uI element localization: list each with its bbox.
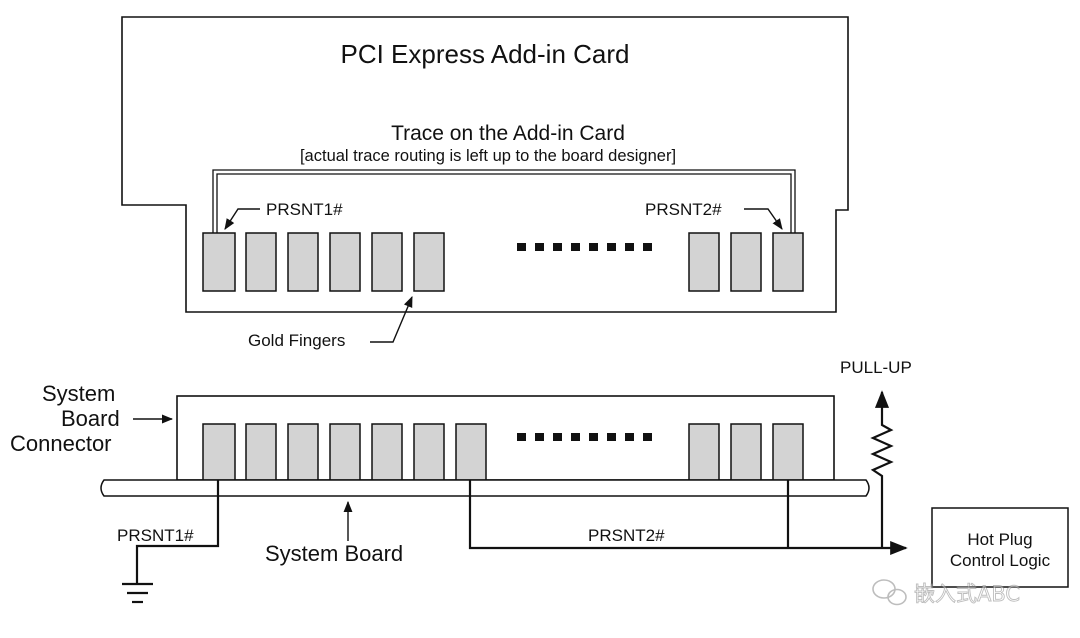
pullup-label: PULL-UP xyxy=(840,358,912,377)
card-trace-inner xyxy=(216,173,792,233)
card-prsnt1-arrow xyxy=(224,208,260,230)
card-finger xyxy=(329,232,361,292)
connector-ellipsis-dots xyxy=(517,433,652,441)
hotplug-line2: Control Logic xyxy=(950,551,1051,570)
card-finger xyxy=(287,232,319,292)
card-ellipsis-dots xyxy=(517,243,652,251)
card-gold-fingers xyxy=(202,232,804,292)
connector-contact xyxy=(245,423,277,481)
watermark-text: 嵌入式ABC xyxy=(914,582,1020,606)
hotplug-control-box xyxy=(931,507,1069,588)
card-finger xyxy=(688,232,720,292)
hotplug-line1: Hot Plug xyxy=(967,530,1032,549)
connector-contact xyxy=(371,423,403,481)
card-prsnt2-label: PRSNT2# xyxy=(645,200,722,219)
ground-icon xyxy=(122,582,153,604)
prsnt2-wire xyxy=(468,480,908,556)
connector-contact xyxy=(287,423,319,481)
card-finger xyxy=(245,232,277,292)
connector-contact xyxy=(329,423,361,481)
connector-contact xyxy=(202,423,236,481)
connector-contact xyxy=(455,423,487,481)
trace-note: [actual trace routing is left up to the … xyxy=(300,147,676,165)
connector-label-line1: System xyxy=(42,381,115,406)
card-finger xyxy=(413,232,445,292)
card-finger xyxy=(202,232,236,292)
system-board-strip xyxy=(100,479,870,497)
board-prsnt2-label: PRSNT2# xyxy=(588,526,665,545)
connector-label-line2: Board xyxy=(61,406,120,431)
trace-title: Trace on the Add-in Card xyxy=(391,122,625,145)
card-prsnt1-label: PRSNT1# xyxy=(266,200,343,219)
watermark: 嵌入式ABC xyxy=(872,579,1021,606)
prsnt1-wire xyxy=(135,480,220,584)
connector-contact xyxy=(772,423,804,481)
wechat-icon xyxy=(872,579,907,606)
card-prsnt2-arrow xyxy=(744,208,783,230)
add-in-card-outline xyxy=(121,16,849,313)
board-prsnt1-label: PRSNT1# xyxy=(117,526,194,545)
system-board-label: System Board xyxy=(265,541,403,566)
connector-contacts xyxy=(202,423,804,481)
connector-label-line3: Connector xyxy=(10,431,112,456)
connector-contact xyxy=(413,423,445,481)
card-finger xyxy=(730,232,762,292)
card-title: PCI Express Add-in Card xyxy=(340,39,629,69)
gold-fingers-label: Gold Fingers xyxy=(248,331,345,350)
card-trace-outer xyxy=(212,169,796,233)
pullup-resistor-icon xyxy=(870,390,894,548)
connector-contact xyxy=(688,423,720,481)
gold-fingers-arrow xyxy=(370,295,413,343)
connector-contact xyxy=(730,423,762,481)
card-finger xyxy=(371,232,403,292)
card-finger xyxy=(772,232,804,292)
